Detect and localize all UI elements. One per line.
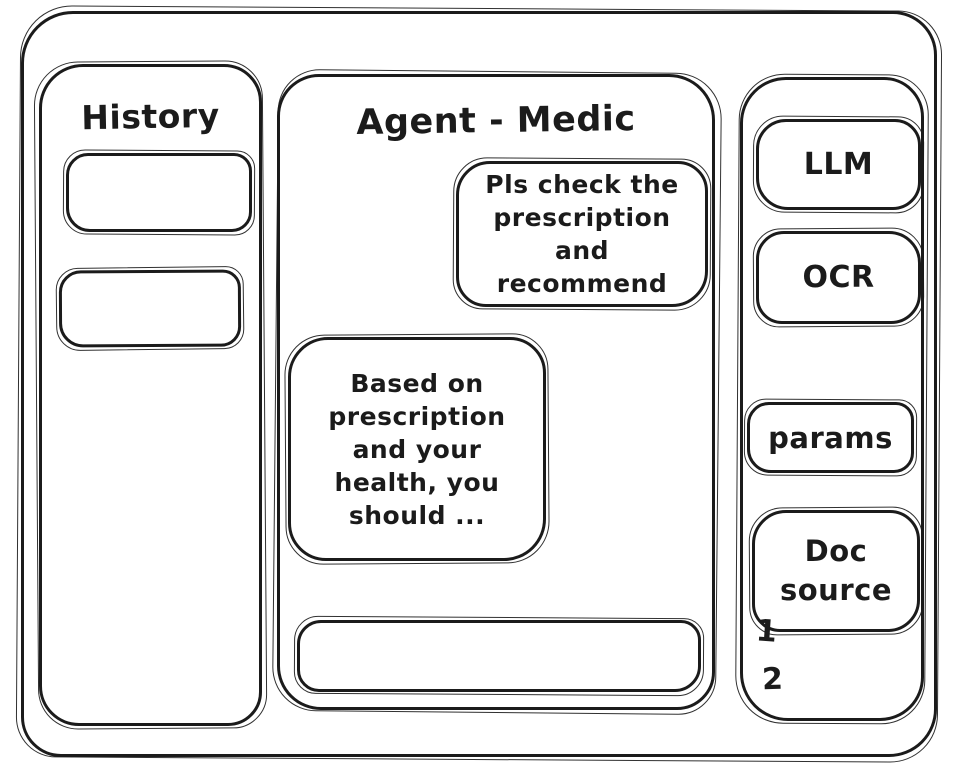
assistant-message-bubble: Based on prescription and your health, y…: [288, 337, 546, 561]
doc-source-item[interactable]: 2: [761, 661, 784, 698]
message-input[interactable]: [312, 627, 686, 685]
user-message-bubble: Pls check the prescription and recommend: [456, 161, 708, 307]
ocr-button[interactable]: OCR: [756, 231, 921, 324]
history-title: History: [81, 95, 220, 138]
message-input-box[interactable]: [297, 620, 701, 692]
doc-source-item[interactable]: 1: [754, 613, 779, 650]
tools-sidebar: LLM OCR params Doc source 1 2: [740, 77, 924, 721]
chat-panel: Agent - Medic Pls check the prescription…: [277, 74, 715, 710]
history-item[interactable]: [66, 153, 252, 232]
doc-source-button[interactable]: Doc source: [752, 510, 920, 632]
params-button[interactable]: params: [747, 402, 914, 473]
history-item[interactable]: [58, 269, 242, 348]
history-sidebar: History: [39, 64, 262, 726]
chat-title: Agent - Medic: [356, 99, 636, 143]
llm-button[interactable]: LLM: [756, 119, 921, 210]
